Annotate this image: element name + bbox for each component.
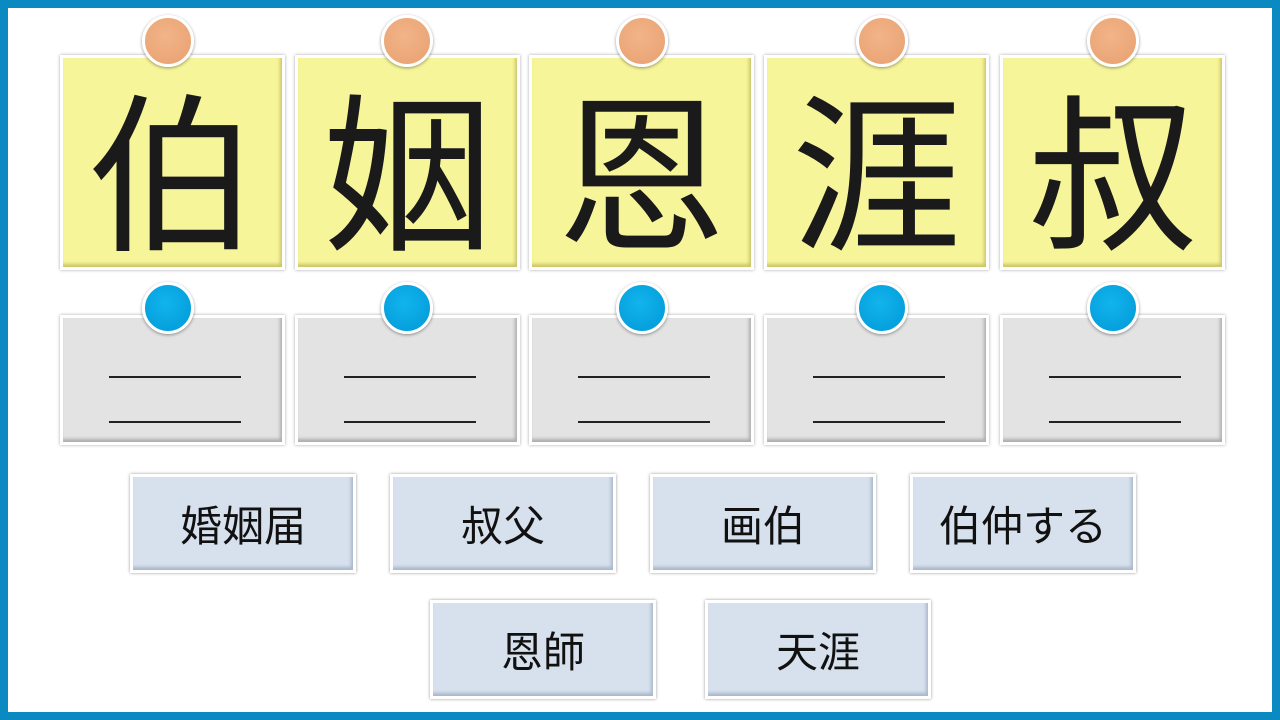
orange-pin-icon [616,15,668,67]
word-card[interactable]: 恩師 [430,600,656,699]
kanji-card: 伯 [60,55,285,278]
kanji-text: 伯 [87,79,258,278]
word-card[interactable]: 婚姻届 [130,474,356,573]
kanji-card: 叔 [1000,55,1225,278]
blue-pin-icon [856,282,908,334]
orange-pin-icon [856,15,908,67]
blue-pin-icon [381,282,433,334]
answer-card[interactable] [764,315,989,445]
answer-card[interactable] [60,315,285,445]
answer-card[interactable] [1000,315,1225,445]
orange-pin-icon [1087,15,1139,67]
kanji-card: 涯 [764,55,989,278]
kanji-text: 涯 [791,79,962,278]
kanji-card: 恩 [529,55,754,278]
orange-pin-icon [381,15,433,67]
kanji-text: 姻 [322,79,493,278]
answer-card[interactable] [529,315,754,445]
blue-pin-icon [1087,282,1139,334]
word-card[interactable]: 天涯 [705,600,931,699]
word-card[interactable]: 伯仲する [910,474,1136,573]
answer-card[interactable] [295,315,520,445]
word-card[interactable]: 叔父 [390,474,616,573]
kanji-text: 恩 [556,79,727,278]
blue-pin-icon [616,282,668,334]
kanji-text: 叔 [1027,79,1198,278]
orange-pin-icon [142,15,194,67]
blue-pin-icon [142,282,194,334]
kanji-card: 姻 [295,55,520,278]
word-card[interactable]: 画伯 [650,474,876,573]
